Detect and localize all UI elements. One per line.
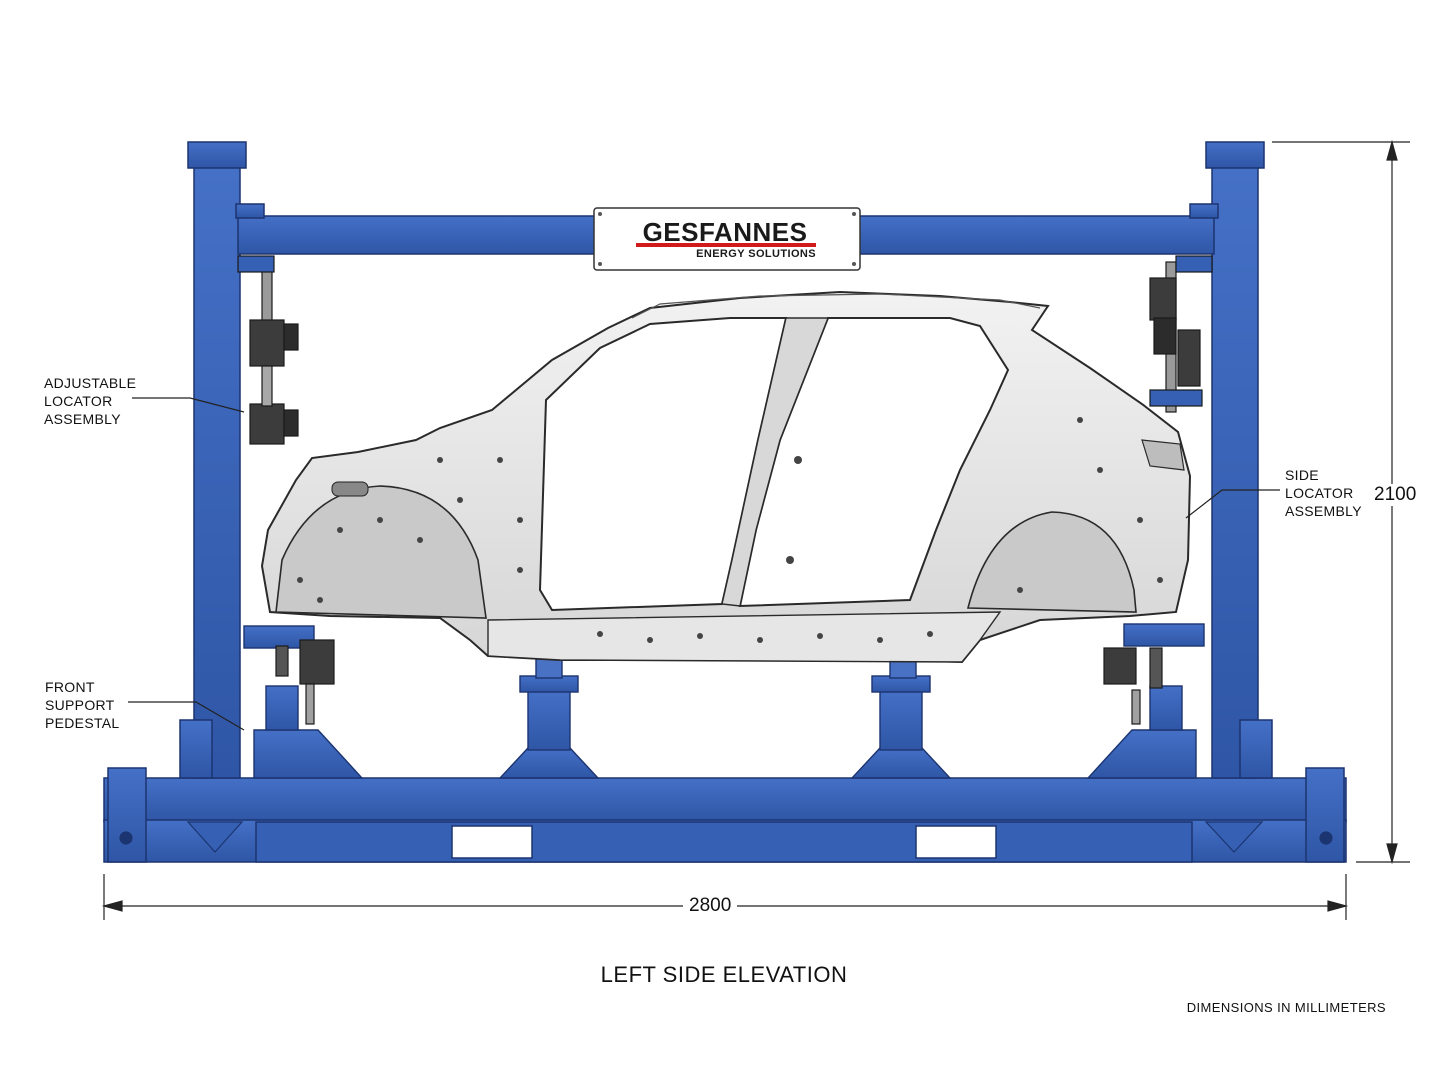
columns: [179, 141, 1273, 779]
roof-rail: [631, 293, 1041, 319]
logo-wordmark: GESFANNES: [642, 217, 808, 247]
callout-adjustable-locator: ADJUSTABLE LOCATOR ASSEMBLY: [44, 374, 136, 428]
logo-subtitle: ENERGY SOLUTIONS: [696, 248, 816, 260]
body-holes: [297, 417, 1163, 643]
base-frame: [103, 767, 1347, 863]
callout-line: SUPPORT: [45, 697, 115, 713]
rocker-sill: [487, 611, 1002, 663]
front-slot: [331, 481, 369, 497]
lower-arms: [243, 623, 1205, 649]
callout-line: FRONT: [45, 679, 95, 695]
callout-line: ASSEMBLY: [44, 411, 121, 427]
forklift-pockets: [451, 825, 997, 859]
b-pillar: [721, 317, 830, 607]
height-dimension-value: 2100: [1368, 484, 1423, 506]
right-upper-locator: [1149, 255, 1213, 413]
callout-line: PEDESTAL: [45, 715, 120, 731]
left-lower-locator: [275, 639, 335, 725]
left-upper-locator: [237, 255, 299, 445]
view-title: LEFT SIDE ELEVATION: [600, 962, 848, 987]
callout-line: ADJUSTABLE: [44, 375, 137, 391]
door-openings: [538, 317, 1010, 612]
logo-underline: [636, 243, 816, 247]
pedestal-bases: [253, 655, 1197, 779]
callout-side-locator: SIDE LOCATOR ASSEMBLY: [1285, 466, 1362, 520]
leader-lines: [128, 397, 1280, 731]
units-note: DIMENSIONS IN MILLIMETERS: [1186, 1000, 1386, 1015]
callout-front-support: FRONT SUPPORT PEDESTAL: [45, 678, 120, 732]
right-lower-locator: [1103, 647, 1163, 725]
corner-gussets: [119, 821, 1333, 853]
width-dimension-value: 2800: [683, 895, 738, 917]
callout-line: SIDE: [1285, 467, 1319, 483]
callout-line: ASSEMBLY: [1285, 503, 1362, 519]
logo-plate: [593, 207, 861, 271]
callout-line: LOCATOR: [44, 393, 113, 409]
callout-line: LOCATOR: [1285, 485, 1354, 501]
wheel-arches: [275, 485, 1137, 619]
tail-lamp: [1141, 439, 1185, 471]
